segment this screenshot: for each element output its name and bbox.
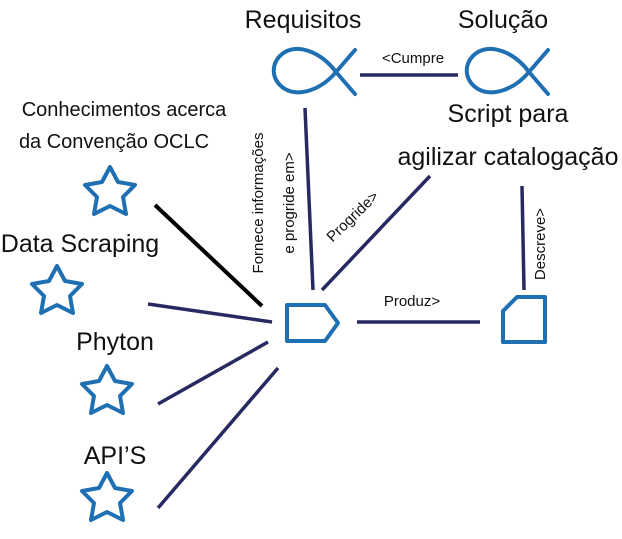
edge-label-descreve: Descreve> xyxy=(532,208,549,280)
document-icon xyxy=(501,295,547,344)
edge-apis-process xyxy=(156,366,280,510)
process-pentagon-icon xyxy=(285,303,340,343)
apis-star-icon xyxy=(80,471,134,522)
solucao-shape-icon xyxy=(464,46,550,96)
phyton-star-icon xyxy=(80,364,134,415)
requisitos-shape-icon xyxy=(271,46,357,96)
edge-script-document xyxy=(520,185,526,291)
conhecimentos-star-icon xyxy=(83,165,137,216)
edge-label-fornece-line2: e progride em> xyxy=(281,152,298,254)
phyton-label: Phyton xyxy=(76,328,154,356)
conhecimentos-label-line2: da Convenção OCLC xyxy=(19,131,209,153)
apis-label: API’S xyxy=(84,442,147,470)
edge-label-cumpre: <Cumpre xyxy=(382,50,444,67)
edge-label-produz: Produz> xyxy=(384,293,441,310)
edge-conhecimentos-process xyxy=(153,203,264,308)
conhecimentos-label-line1: Conhecimentos acerca xyxy=(22,99,227,121)
edge-requisitos-process xyxy=(303,107,315,291)
script-label-line1: Script para xyxy=(448,100,569,128)
data-scraping-star-icon xyxy=(30,264,84,315)
solucao-label: Solução xyxy=(458,6,548,34)
edge-script-process xyxy=(320,174,432,292)
edge-phyton-process xyxy=(157,340,269,406)
data-scraping-label: Data Scraping xyxy=(1,230,159,258)
edge-label-fornece-line1: Fornece informações xyxy=(250,133,267,274)
script-label-line2: agilizar catalogação xyxy=(398,143,619,171)
requisitos-label: Requisitos xyxy=(245,6,362,34)
edge-datascraping-process xyxy=(147,302,273,324)
